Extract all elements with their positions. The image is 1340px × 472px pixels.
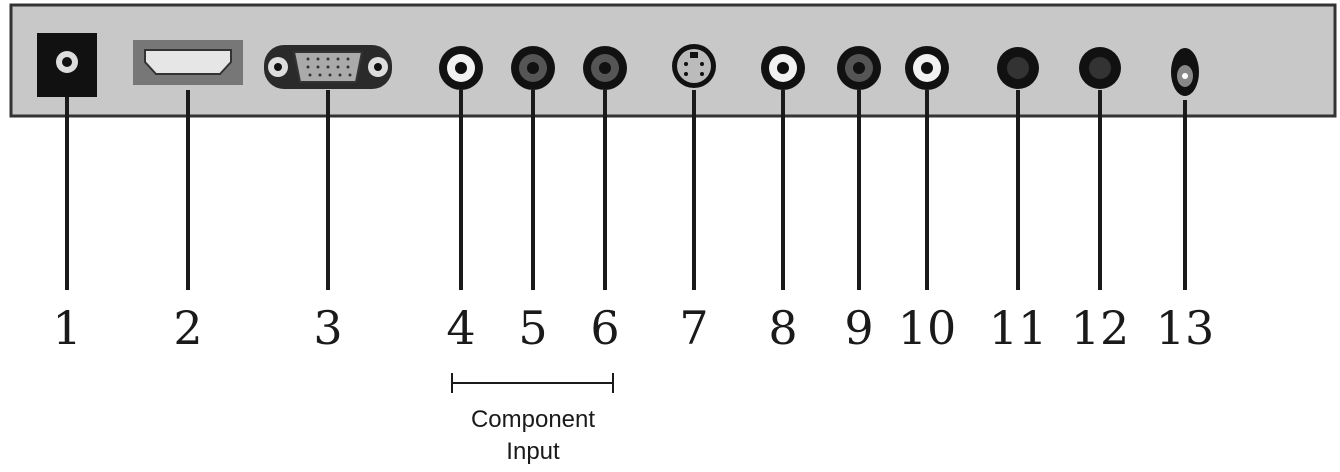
audio-jack-icon: [997, 47, 1039, 89]
connector-number: 5: [518, 301, 547, 355]
vga-port-icon: [264, 45, 392, 89]
connector-number: 2: [173, 301, 202, 355]
connector-number: 1: [52, 301, 81, 355]
connector-number: 10: [898, 301, 957, 355]
connectors-group: [37, 33, 1199, 97]
connector-number: 9: [844, 301, 873, 355]
connector-number: 7: [679, 301, 708, 355]
rca-jack-icon: [583, 46, 627, 90]
coax-connector-icon: [1171, 48, 1199, 96]
component-input-label-line2: Input: [506, 438, 560, 465]
leader-lines-group: [65, 90, 1187, 290]
s-video-port-icon: [672, 44, 716, 88]
audio-jack-icon: [1079, 47, 1121, 89]
component-input-bracket: [451, 373, 614, 393]
dc-power-jack-icon: [37, 33, 97, 97]
rca-jack-icon: [439, 46, 483, 90]
connector-number: 11: [989, 301, 1048, 355]
connector-number: 4: [446, 301, 475, 355]
connector-number: 8: [768, 301, 797, 355]
connector-number: 3: [313, 301, 342, 355]
connector-number: 12: [1071, 301, 1130, 355]
rca-jack-icon: [511, 46, 555, 90]
rca-jack-icon: [905, 46, 949, 90]
rca-jack-icon: [761, 46, 805, 90]
component-input-label-line1: Component: [471, 406, 595, 433]
hdmi-port-icon: [133, 40, 243, 85]
rca-jack-icon: [837, 46, 881, 90]
connector-number: 6: [590, 301, 619, 355]
connector-number: 13: [1156, 301, 1215, 355]
